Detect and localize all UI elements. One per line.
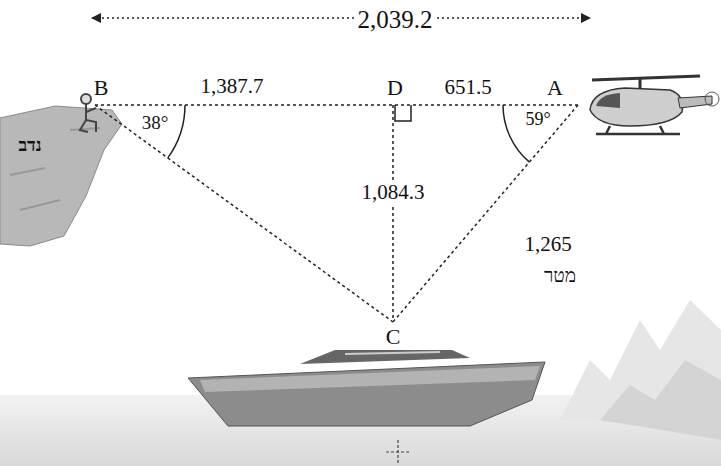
crosshair: [386, 440, 410, 464]
angle-arc: [168, 105, 185, 158]
helicopter: [590, 76, 719, 134]
dimension-label: 1,265: [522, 233, 573, 256]
cliff: [0, 106, 122, 246]
name-label: נדב: [16, 136, 43, 156]
right-angle-mark: [395, 105, 411, 121]
angle-label: 38°: [140, 113, 171, 134]
wave: [600, 360, 721, 440]
dimension-label: 1,084.3: [360, 181, 427, 204]
point-label: D: [385, 76, 405, 100]
point-label: C: [384, 325, 403, 349]
point-label: B: [92, 76, 111, 100]
triangle: [95, 105, 578, 322]
boat: [188, 350, 545, 426]
angle-label: 59°: [523, 110, 552, 130]
point-label: A: [545, 76, 565, 100]
dimension-label: 2,039.2: [356, 6, 435, 34]
unit-label: מטר: [542, 266, 578, 287]
cliff-texture: [10, 128, 100, 210]
dimension-label: 651.5: [442, 76, 493, 99]
dimension-arrow: [92, 17, 590, 19]
dimension-label: 1,387.7: [199, 75, 266, 98]
